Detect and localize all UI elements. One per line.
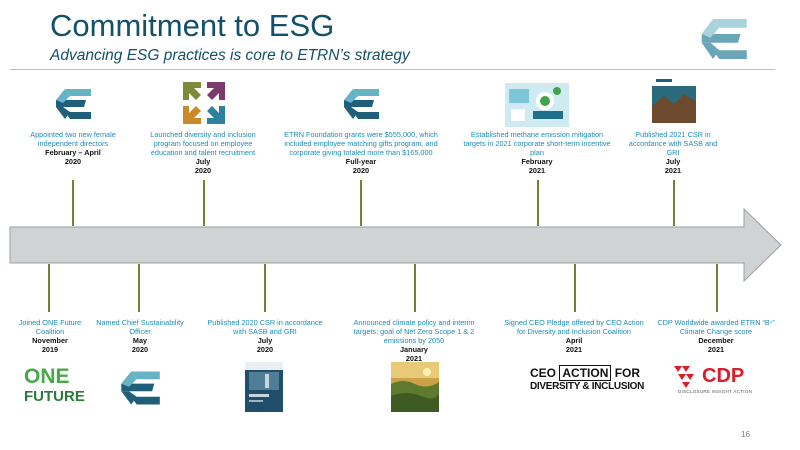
event-year: 2021: [565, 345, 583, 354]
event-date: February: [521, 157, 553, 166]
timeline-event: CDP Worldwide awarded ETRN “B-” Climate …: [656, 318, 776, 354]
event-year: 2020: [64, 157, 82, 166]
ceo-action-text: ACTION: [559, 365, 612, 381]
event-year: 2020: [352, 166, 370, 175]
cdp-logo: CDP DISCLOSURE INSIGHT ACTION: [672, 364, 762, 398]
ceo-action-text: CEO: [530, 366, 557, 380]
event-date: May: [132, 336, 148, 345]
csr-2021-cover-image: [652, 76, 696, 123]
event-date: July: [257, 336, 273, 345]
event-date: December: [698, 336, 734, 345]
timeline-stem: [48, 264, 50, 312]
event-year: 2021: [405, 354, 423, 363]
event-description: Joined ONE Future Coalition: [18, 318, 82, 336]
one-future-logo-line1: ONE: [24, 365, 70, 388]
event-date: January: [400, 345, 428, 354]
timeline-stem: [716, 264, 718, 312]
ceo-action-logo: CEO ACTION FOR DIVERSITY & INCLUSION: [530, 365, 645, 398]
timeline-event: Signed CEO Pledge offered by CEO Action …: [500, 318, 648, 354]
climate-landscape-image: [391, 362, 439, 412]
timeline-event: Published 2021 CSR in accordance with SA…: [628, 130, 718, 175]
slide-subtitle: Advancing ESG practices is core to ETRN’…: [50, 47, 410, 64]
event-year: 2020: [194, 166, 212, 175]
cdp-name: CDP: [702, 365, 745, 387]
timeline-stem: [414, 264, 416, 312]
event-description: CDP Worldwide awarded ETRN “B-” Climate …: [657, 318, 775, 336]
event-date: November: [32, 336, 68, 345]
timeline-stem: [203, 180, 205, 226]
timeline-event: Established methane emission mitigation …: [462, 130, 612, 175]
event-description: Named Chief Sustainability Officer: [96, 318, 184, 336]
event-date: April: [565, 336, 583, 345]
timeline-stem: [264, 264, 266, 312]
etrn-corner-logo-icon: [701, 19, 747, 59]
timeline-stem: [574, 264, 576, 312]
slide-title: Commitment to ESG: [50, 8, 335, 43]
timeline-event: Published 2020 CSR in accordance with SA…: [206, 318, 324, 354]
event-description: Announced climate policy and interim tar…: [353, 318, 475, 345]
one-future-logo-line2: FUTURE: [24, 388, 85, 405]
title-divider: [10, 69, 775, 70]
etrn-logo-icon: [53, 84, 93, 124]
event-description: Appointed two new female independent dir…: [30, 130, 116, 148]
event-description: Established methane emission mitigation …: [463, 130, 611, 157]
timeline-stem: [360, 180, 362, 226]
event-description: Launched diversity and inclusion program…: [150, 130, 256, 157]
etrn-logo-icon: [118, 366, 162, 410]
event-year: 2019: [41, 345, 59, 354]
event-year: 2021: [528, 166, 546, 175]
timeline-stem: [537, 180, 539, 226]
methane-target-image: [505, 83, 569, 127]
timeline-stem: [72, 180, 74, 226]
timeline-stem: [673, 180, 675, 226]
cdp-tagline: DISCLOSURE INSIGHT ACTION: [678, 389, 753, 394]
event-description: Signed CEO Pledge offered by CEO Action …: [504, 318, 644, 336]
timeline-event: Appointed two new female independent dir…: [12, 130, 134, 166]
etrn-logo-icon: [341, 84, 381, 124]
event-description: Published 2021 CSR in accordance with SA…: [628, 130, 718, 157]
event-description: Published 2020 CSR in accordance with SA…: [207, 318, 323, 336]
page-number: 16: [741, 430, 750, 439]
event-year: 2021: [707, 345, 725, 354]
ceo-action-text: DIVERSITY & INCLUSION: [530, 381, 645, 392]
timeline-event: Joined ONE Future Coalition November 201…: [8, 318, 92, 354]
ceo-action-text: FOR: [614, 366, 641, 380]
event-date: Full-year: [345, 157, 377, 166]
csr-2020-cover-image: [245, 362, 283, 412]
timeline-stem: [138, 264, 140, 312]
timeline-event: Named Chief Sustainability Officer May 2…: [96, 318, 184, 354]
event-year: 2020: [131, 345, 149, 354]
timeline-event: ETRN Foundation grants were $555,000, wh…: [272, 130, 450, 175]
diversity-arrows-icon: [183, 82, 225, 124]
event-date: July: [195, 157, 211, 166]
event-year: 2020: [256, 345, 274, 354]
one-future-logo: ONE FUTURE: [24, 365, 85, 410]
cdp-mark-icon: [674, 366, 694, 388]
timeline-arrow: [9, 207, 782, 283]
timeline-event: Launched diversity and inclusion program…: [142, 130, 264, 175]
event-date: July: [665, 157, 681, 166]
event-year: 2021: [664, 166, 682, 175]
event-description: ETRN Foundation grants were $555,000, wh…: [284, 130, 438, 157]
event-date: February – April: [45, 148, 101, 157]
timeline-event: Announced climate policy and interim tar…: [342, 318, 486, 363]
